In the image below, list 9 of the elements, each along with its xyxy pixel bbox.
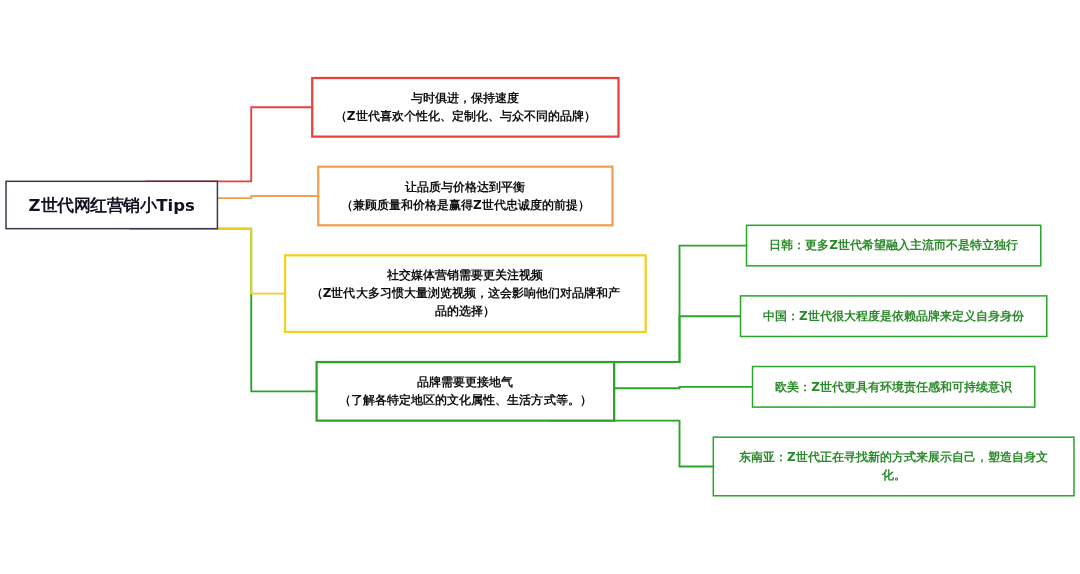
node-box: 品牌需要更接地气 （了解各特定地区的文化属性、生活方式等。） [315, 361, 616, 422]
node-box: 日韩：更多Z世代希望融入主流而不是特立独行 [745, 224, 1042, 267]
node-box: 社交媒体营销需要更关注视频 （Z世代大多习惯大量浏览视频，这会影响他们对品牌和产品的选择） [283, 254, 647, 334]
node-box: 欧美：Z世代更具有环境责任感和可持续意识 [751, 365, 1036, 408]
node-box: 东南亚：Z世代正在寻找新的方式来展示自己，塑造自身文化。 [712, 436, 1075, 497]
node-box: 中国：Z世代很大程度是依赖品牌来定义自身身份 [739, 295, 1048, 338]
node-box: 与时俱进，保持速度 （Z世代喜欢个性化、定制化、与众不同的品牌） [311, 77, 620, 138]
node-box: 让品质与价格达到平衡 （兼顾质量和价格是赢得Z世代忠诚度的前提） [317, 165, 614, 227]
node-box: Z世代网红营销小Tips [5, 180, 219, 230]
